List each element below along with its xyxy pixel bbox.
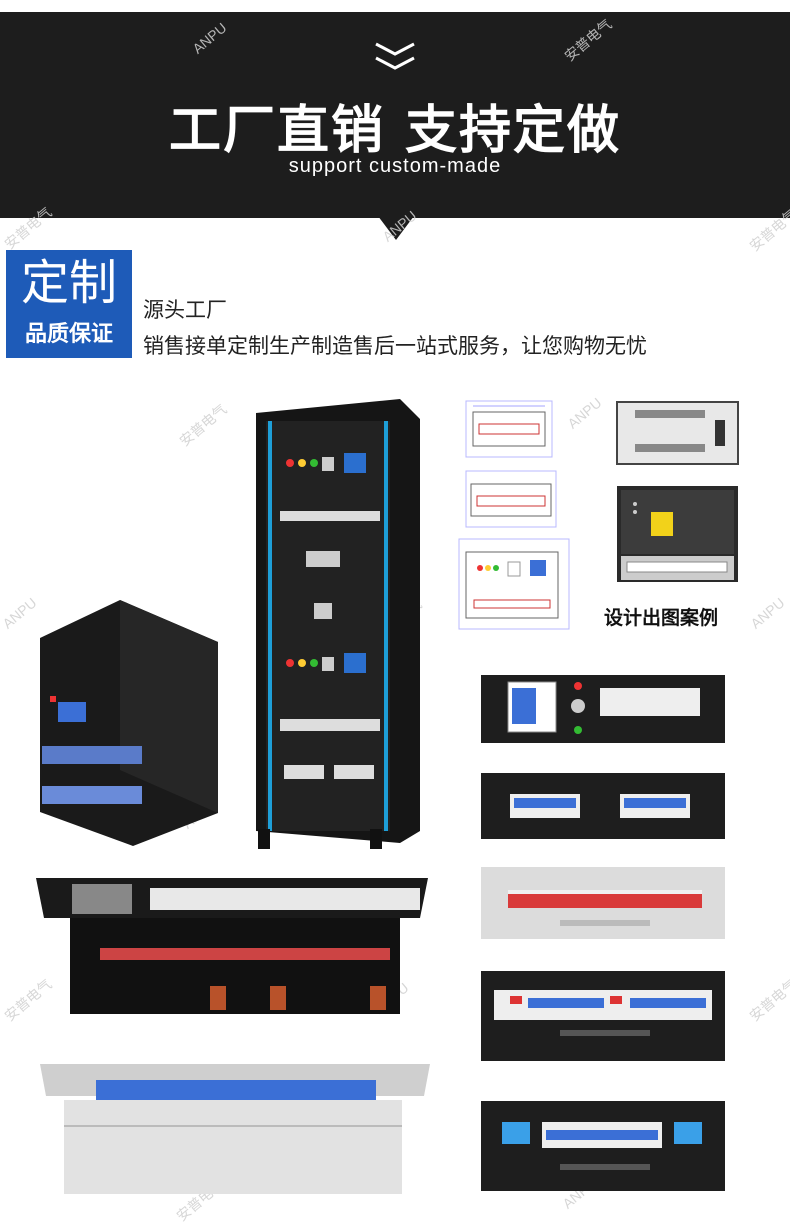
meter-letter-v: V: [538, 696, 544, 705]
badge-subtitle: 品质保证: [24, 322, 113, 347]
rack-unit-red-breakers: [480, 866, 726, 940]
rack-unit-lcd-displays: [480, 1100, 726, 1192]
banner-notch: [378, 216, 414, 240]
watermark: ANPU: [0, 594, 40, 632]
wall-mount-distribution-box: [38, 598, 223, 848]
design-drawing-3: [458, 538, 570, 630]
rack-distribution-unit-black: [30, 868, 435, 1018]
rack-unit-meter-panel: K V A HZ: [480, 674, 726, 744]
double-chevron-down-icon: [375, 42, 415, 70]
watermark: ANPU: [564, 394, 605, 432]
rack-distribution-unit-silver: [38, 1056, 433, 1196]
source-description: 销售接单定制生产制造售后一站式服务，让您购物无忧: [143, 334, 647, 358]
custom-badge: 定制 品质保证: [6, 250, 132, 358]
watermark: 安普电气: [746, 975, 790, 1025]
meter-letter-k: K: [538, 686, 544, 695]
header-banner: 工厂直销 支持定做 support custom-made: [0, 12, 790, 218]
banner-subtitle: support custom-made: [288, 155, 502, 177]
design-render-rack-top: [615, 400, 740, 466]
rack-unit-dual-breakers: [480, 772, 726, 840]
design-render-cabinet: [615, 484, 740, 584]
source-title: 源头工厂: [143, 298, 227, 322]
tall-distribution-cabinet: [250, 393, 425, 853]
rack-unit-digital-meters: [480, 970, 726, 1062]
banner-title: 工厂直销 支持定做: [168, 101, 622, 161]
design-case-caption: 设计出图案例: [604, 607, 719, 629]
watermark: 安普电气: [176, 400, 230, 450]
meter-letter-hz: HZ: [538, 716, 550, 725]
meter-letter-a: A: [538, 706, 544, 715]
design-drawing-1: [465, 400, 553, 458]
design-drawing-2: [465, 470, 557, 528]
badge-title: 定制: [20, 255, 117, 311]
watermark: ANPU: [747, 594, 788, 632]
